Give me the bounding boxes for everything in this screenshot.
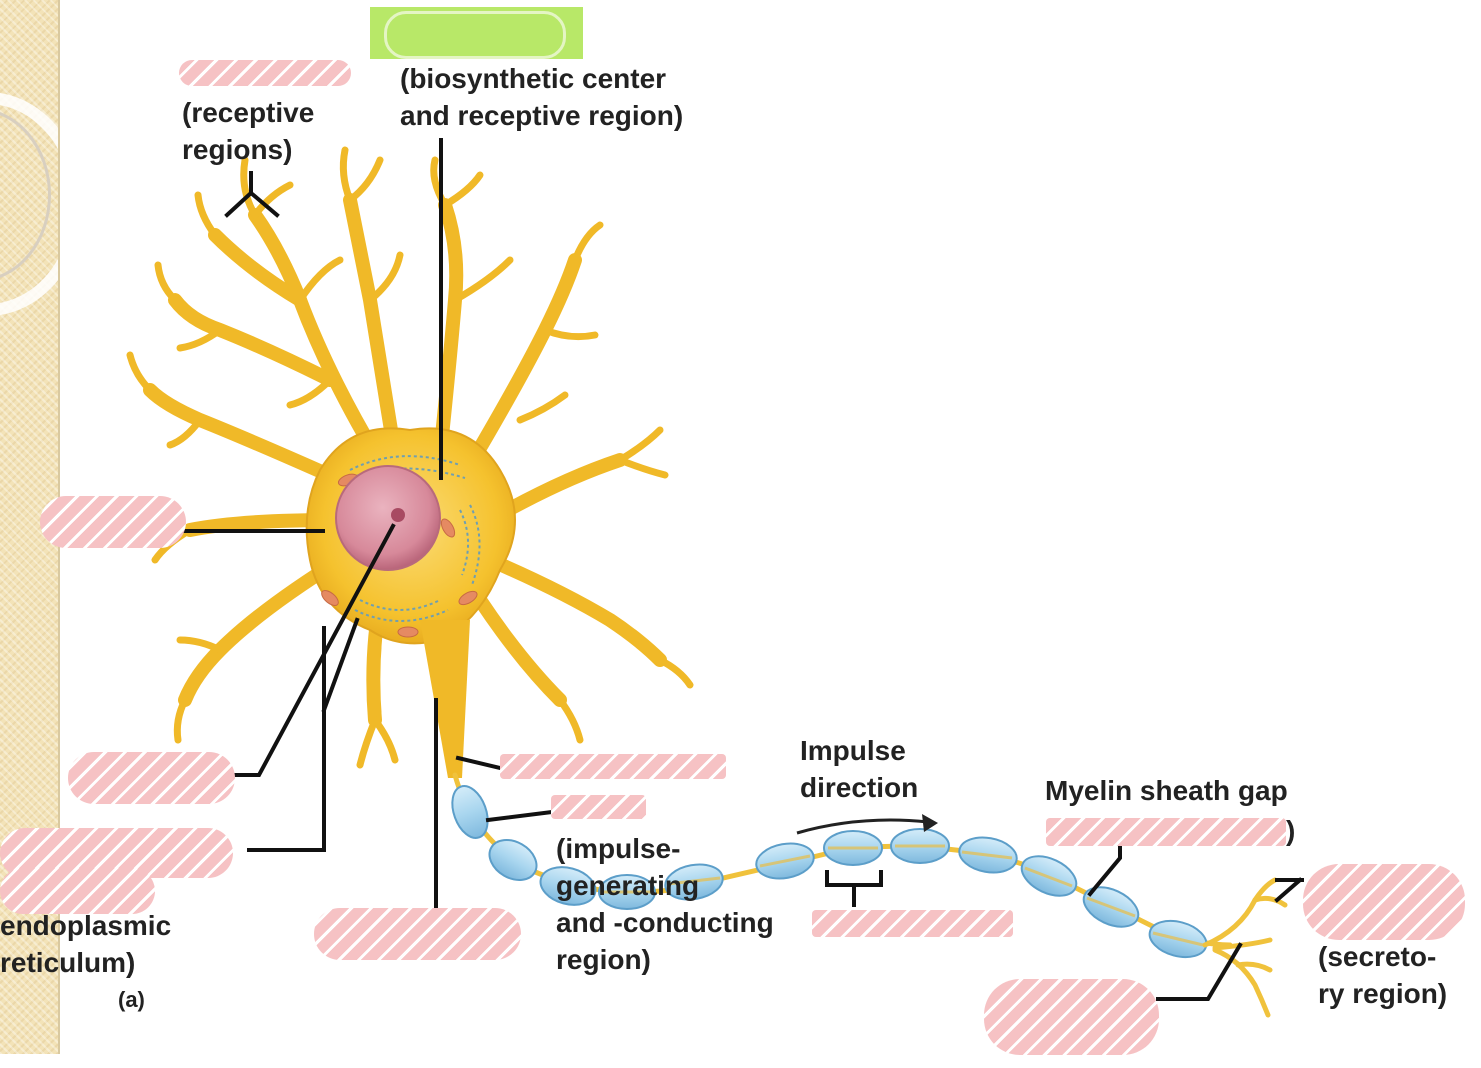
myelin-gap-label: Myelin sheath gap [1045,775,1288,806]
axon-hillock-label-mask[interactable] [314,908,521,960]
impulse-direction-label: Impulse direction [800,735,919,803]
axon-label-mask[interactable] [551,795,646,819]
initial-segment-label-mask[interactable] [500,754,726,779]
axon-function-label: (impulse- generating and -conducting reg… [556,833,774,975]
dendrites-function-label: (receptive regions) [182,97,315,165]
terminal-branches-label-mask[interactable] [984,979,1159,1055]
myelin-highlights [600,844,1204,947]
axon-terminals [1202,877,1288,1018]
nucleus-label-mask[interactable] [40,496,186,548]
schwann-cell-label-mask[interactable] [812,910,1013,937]
cell-body-function-label: (biosynthetic center and receptive regio… [400,63,684,131]
cell-body-label-mask[interactable] [370,7,583,59]
axon-terminals-label-mask[interactable] [1303,864,1465,940]
chromatophilic-label-mask[interactable] [0,868,155,914]
nucleus [335,465,441,571]
axon-hillock [420,620,470,778]
leader-lines [181,138,1304,1001]
axon-terminal-function-label: (secreto- ry region) [1318,941,1448,1009]
impulse-arrow [796,818,929,835]
nucleolus-label-mask[interactable] [68,752,235,804]
panel-label: (a) [118,987,145,1012]
nucleolus [391,508,405,522]
impulse-arrowhead [922,814,938,832]
myelin-gap-alt-label-mask[interactable] [1046,818,1286,846]
dendrites-label-mask[interactable] [179,60,351,86]
dendrites [126,146,694,769]
myelin-gap-paren: ) [1286,815,1296,846]
